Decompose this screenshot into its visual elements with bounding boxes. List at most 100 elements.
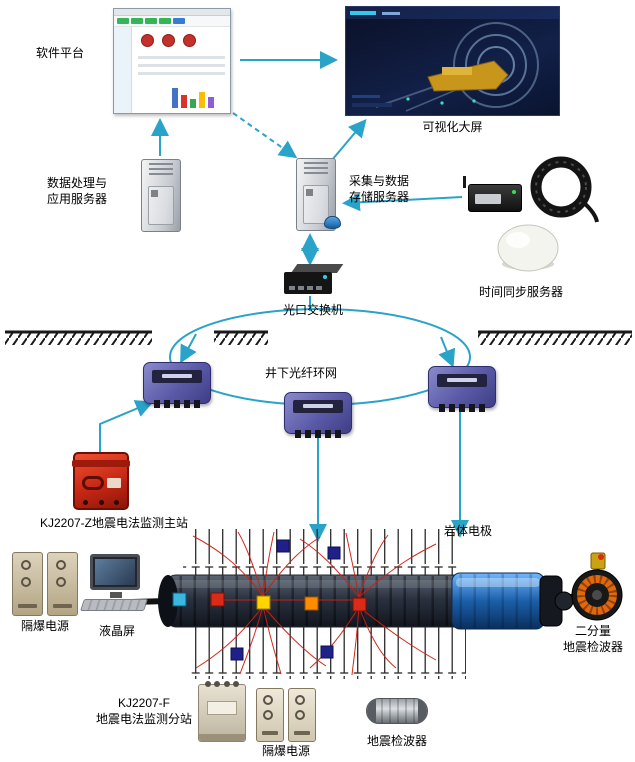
label-optical-switch: 光口交换机 [282,303,343,317]
geophone-ridges [367,699,427,723]
monitor-screen [95,559,135,585]
geophone-icon [366,698,428,724]
dial-icon [263,695,273,705]
toolbar-chip [131,18,143,24]
fiber-cable-coil-icon [530,156,599,223]
substation-display [447,378,477,382]
server-vent [304,172,328,174]
server-logo [151,190,158,197]
status-led [323,275,327,279]
substation-panel [437,374,487,387]
ring-substation-right [428,366,496,412]
label-software-platform: 软件平台 [36,46,85,60]
switch-front-face [284,272,332,294]
borehole-tunnel [131,529,575,679]
gauge-circle-icon [183,34,196,47]
substation-display [303,404,333,408]
electrode-squares-colored [172,592,367,612]
dial-icon [295,695,305,705]
server-vent [149,168,173,170]
geophone-cap [418,699,427,723]
terminal-bar [294,731,310,735]
device-label-plate [207,701,237,715]
label-substation-f: KJ2207-F 地震电法监测分站 [95,696,192,726]
dial-icon [55,577,66,587]
software-platform-screenshot [113,8,231,114]
arrow-storage-to-screen [331,118,367,161]
screen-content [346,7,559,112]
mini-bar-chart [172,88,214,108]
switch-ports [289,286,322,290]
toolbar-chip [173,18,185,24]
arrow-timesync-to-storage [342,193,463,212]
two-component-geophone-icon [561,551,629,623]
server-vent [149,173,173,175]
time-sync-converter-icon [463,176,522,212]
ground-surface-hatch [5,330,632,345]
label-app-server: 数据处理与 应用服务器 [46,176,107,206]
label-flameproof-power-left: 隔爆电源 [20,619,69,633]
mainstation-handle [82,476,104,490]
toolbar-chip [159,18,171,24]
gauge-circle-icon [162,34,175,47]
gps-antenna-dome-icon [497,224,559,272]
field-lines [192,531,437,676]
server-vent [149,163,173,165]
toolbar-chip [145,18,157,24]
visualization-screen [345,6,560,116]
label-storage-server: 采集与数据 存储服务器 [348,174,409,204]
label-visual-screen: 可视化大屏 [422,120,483,134]
substation-panel [152,370,202,383]
fiber-ring-ellipse [169,308,471,406]
arrow-ring-to-substation-left [180,333,197,364]
arrow-mainstation-to-substation [99,400,154,452]
keyboard-icon [80,599,148,611]
database-cylinder-icon [324,216,341,229]
storage-server-icon [296,158,341,231]
ring-substation-middle [284,392,352,438]
terminal-row [205,681,239,687]
terminal-bar [53,604,72,608]
label-rock-electrode: 岩体电极 [443,524,492,538]
table-row [138,56,225,59]
mini-bar [181,95,187,108]
ring-substation-left [143,362,211,408]
monitor-icon [90,554,140,590]
tunnel-machine-icon [427,60,509,92]
marker-squares-navy [230,539,341,661]
mainstation-flange [72,460,130,467]
arrow-ring-to-substation-right [438,336,456,368]
power-box [288,688,316,742]
table-row [138,64,225,67]
device-base [199,734,245,741]
mini-bar [190,99,196,108]
app-server-icon [141,159,181,232]
table-row [138,72,225,75]
label-lcd-screen: 液晶屏 [98,624,135,638]
mini-bar [172,88,178,108]
substation-display [162,374,192,378]
mainstation-feet [83,500,119,505]
label-time-sync-server: 时间同步服务器 [478,285,563,299]
label-main-station: KJ2207-Z地震电法监测主站 [39,516,189,530]
lcd-terminal-icon [80,554,148,620]
dial-icon [20,577,31,587]
terminal-bar [18,604,37,608]
server-vent [304,167,328,169]
flameproof-power-bottom-icon [256,688,316,742]
server-logo [306,189,313,196]
window-sidebar [114,27,132,113]
substation-panel [293,400,343,413]
arrow-platform-to-storage-dashed [232,112,298,159]
label-geophone: 地震检波器 [366,734,427,748]
terminal-bar [262,731,278,735]
power-box [47,552,78,616]
power-box [12,552,43,616]
geophone-cap [367,699,376,723]
server-vent [304,162,328,164]
substation-ports [154,400,200,408]
window-toolbar [114,16,230,27]
dial-icon [263,710,273,720]
